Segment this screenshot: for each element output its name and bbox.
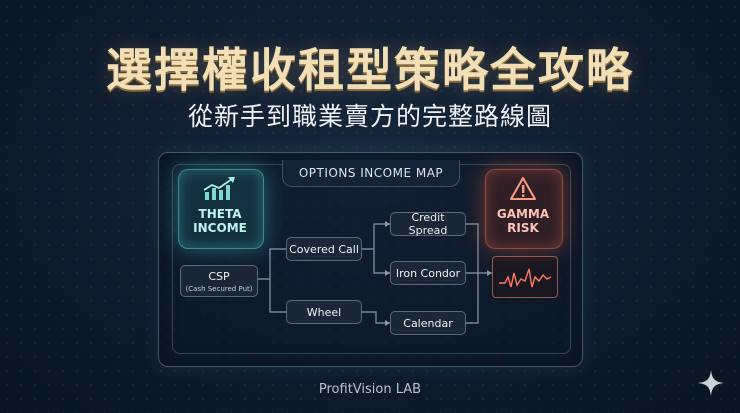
connector-wheel-calendar <box>362 311 390 324</box>
gamma-risk-label: GAMMA RISK <box>496 207 550 235</box>
map-title: OPTIONS INCOME MAP <box>282 160 460 187</box>
node-credit-spread: Credit Spread <box>390 211 466 237</box>
page-title: 選擇權收租型策略全攻略 <box>106 43 634 97</box>
arrowhead <box>385 270 390 276</box>
volatility-line-chart-icon <box>499 268 552 288</box>
node-covered-call: Covered Call <box>286 237 362 261</box>
connector-csp-branch <box>258 248 286 313</box>
gamma-risk-box <box>485 169 563 249</box>
warning-triangle-icon <box>510 177 536 200</box>
connector-to-risk <box>466 223 479 324</box>
brand-footer: ProfitVision LAB <box>318 382 422 397</box>
connector-covered-call-branch <box>362 223 390 274</box>
arrowhead <box>385 320 390 326</box>
node-iron-condor: Iron Condor <box>390 261 466 285</box>
trending-up-chart-icon <box>203 177 235 200</box>
node-wheel: Wheel <box>286 300 362 324</box>
sparkle-icon <box>698 370 724 396</box>
arrowhead <box>385 221 390 227</box>
theta-income-box <box>178 169 264 249</box>
theta-income-label: THETA INCOME <box>193 207 247 235</box>
page-subtitle: 從新手到職業賣方的完整路線圖 <box>187 102 552 131</box>
risk-chart-box <box>492 256 558 298</box>
node-calendar: Calendar <box>390 311 466 335</box>
node-csp: CSP (Cash Secured Put) <box>180 265 258 297</box>
